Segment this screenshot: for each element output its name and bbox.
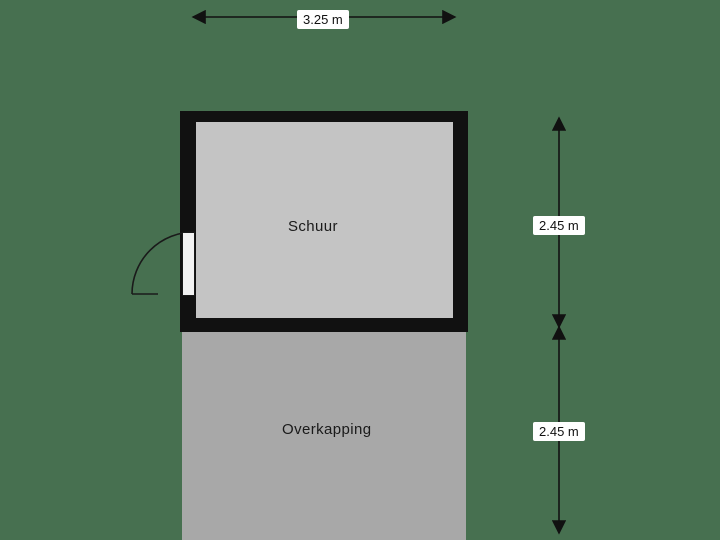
room-overkapping: [182, 327, 466, 540]
dimension-label-height-schuur: 2.45 m: [533, 216, 585, 235]
room-label-overkapping: Overkapping: [282, 421, 372, 438]
dimension-label-width-top: 3.25 m: [297, 10, 349, 29]
dimension-label-height-overkapping: 2.45 m: [533, 422, 585, 441]
room-schuur-interior: [196, 122, 453, 318]
door-leaf: [182, 232, 195, 296]
room-label-schuur: Schuur: [288, 218, 338, 235]
